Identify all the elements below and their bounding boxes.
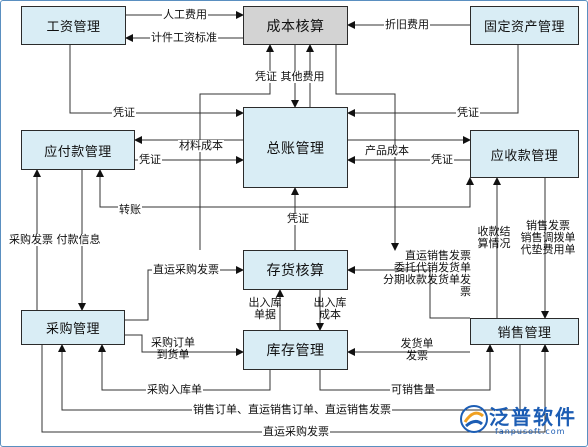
node-fixed-assets[interactable]: 固定资产管理 (470, 6, 579, 45)
node-receivable-label: 应收款管理 (490, 148, 559, 164)
label-voucher-payable: 凭证 (138, 153, 162, 166)
arrow-fixed-ledger (347, 45, 519, 117)
label-po-receipt-line1: 采购订单 (151, 336, 195, 349)
label-product-cost: 产品成本 (364, 144, 410, 157)
node-salary[interactable]: 工资管理 (21, 6, 126, 45)
node-payable[interactable]: 应付款管理 (21, 130, 135, 170)
label-sales-invoice-group-line1: 销售发票 (526, 219, 570, 232)
label-sales-invoice-group: 销售发票 销售调拨单 代垫费用单 (514, 220, 582, 256)
label-voucher-other: 凭证 其他费用 (254, 70, 326, 83)
label-labor-cost: 人工费用 (162, 8, 208, 21)
node-purchase-label: 采购管理 (45, 322, 100, 337)
node-inventory-acct-label: 存货核算 (266, 263, 325, 279)
label-sales-invoice-group2-line2: 委托代销发货单 (394, 261, 471, 274)
label-collection-settlement-line1: 收款结 (477, 225, 511, 238)
label-direct-purchase-invoice-bottom: 直运采购发票 (262, 425, 330, 438)
label-sales-invoice-group-line3: 代垫费用单 (520, 243, 576, 256)
logo-name: 泛普软件 (489, 405, 577, 429)
node-fixed-assets-label: 固定资产管理 (483, 20, 565, 35)
label-po-receipt-line2: 到货单 (156, 348, 190, 361)
label-material-cost: 材料成本 (178, 139, 224, 152)
label-voucher-salary: 凭证 (112, 106, 136, 119)
label-io-docs: 出入库 单据 (246, 297, 284, 321)
label-sellable-qty: 可销售量 (390, 383, 436, 396)
arrow-purchase-inventory (125, 266, 244, 321)
node-cost-label: 成本核算 (266, 18, 325, 35)
arrow-material-cost (199, 44, 274, 250)
brand-logo: 泛普软件 fanpusoft.com (459, 400, 585, 440)
node-salary-label: 工资管理 (46, 20, 101, 35)
label-delivery-invoice-line2: 发票 (406, 349, 428, 362)
label-collection-settlement: 收款结 算情况 (474, 226, 514, 250)
label-transfer: 转账 (118, 203, 142, 216)
node-sales-label: 销售管理 (497, 326, 552, 341)
label-collection-settlement-line2: 算情况 (477, 237, 511, 250)
label-sales-invoice-group2: 直运销售发票 委托代销发货单 分期收款发货单发票 (372, 250, 472, 298)
label-direct-purchase-invoice: 直运采购发票 (152, 263, 220, 276)
node-stock[interactable]: 库存管理 (243, 330, 348, 370)
node-ledger-label: 总账管理 (266, 140, 325, 157)
logo-domain: fanpusoft.com (495, 427, 566, 436)
label-io-docs-line2: 单据 (254, 308, 276, 321)
arrow-sales-inventory (347, 266, 470, 319)
label-sales-invoice-group-line2: 销售调拨单 (520, 231, 576, 244)
label-piece-rate: 计件工资标准 (150, 31, 218, 44)
node-sales[interactable]: 销售管理 (470, 318, 579, 345)
label-purchase-invoice-payment: 采购发票 付款信息 (8, 233, 102, 246)
label-voucher-receivable: 凭证 (430, 153, 454, 166)
node-ledger[interactable]: 总账管理 (243, 107, 348, 188)
logo-swirl-icon (460, 405, 488, 433)
label-io-cost: 出入库 成本 (310, 297, 350, 321)
arrow-transfer-right (100, 177, 474, 208)
label-io-cost-line1: 出入库 (313, 296, 347, 309)
label-po-receipt: 采购订单 到货单 (146, 337, 200, 361)
node-payable-label: 应付款管理 (44, 144, 112, 160)
node-cost[interactable]: 成本核算 (243, 6, 348, 45)
arrow-salary-ledger (69, 45, 244, 117)
label-sales-invoice-group2-line3: 分期收款发货单发票 (383, 273, 471, 298)
label-voucher-fixed: 凭证 (456, 106, 480, 119)
label-io-docs-line1: 出入库 (248, 296, 282, 309)
node-purchase[interactable]: 采购管理 (21, 310, 125, 345)
label-delivery-invoice: 发货单 发票 (397, 338, 437, 362)
label-io-cost-line2: 成本 (319, 308, 341, 321)
arrow-purchase-stock (125, 334, 244, 356)
label-sales-orders: 销售订单、直运销售订单、直运销售发票 (192, 403, 392, 416)
node-inventory-acct[interactable]: 存货核算 (243, 250, 348, 290)
label-voucher-inventory: 凭证 (286, 212, 310, 225)
label-delivery-invoice-line1: 发货单 (400, 337, 434, 350)
arrow-product-cost (335, 45, 399, 251)
label-depreciation: 折旧费用 (384, 18, 430, 31)
label-sales-invoice-group2-line1: 直运销售发票 (405, 249, 471, 262)
node-stock-label: 库存管理 (266, 343, 325, 359)
node-receivable[interactable]: 应收款管理 (470, 130, 579, 178)
label-po-warehouse-in: 采购入库单 (146, 383, 203, 396)
